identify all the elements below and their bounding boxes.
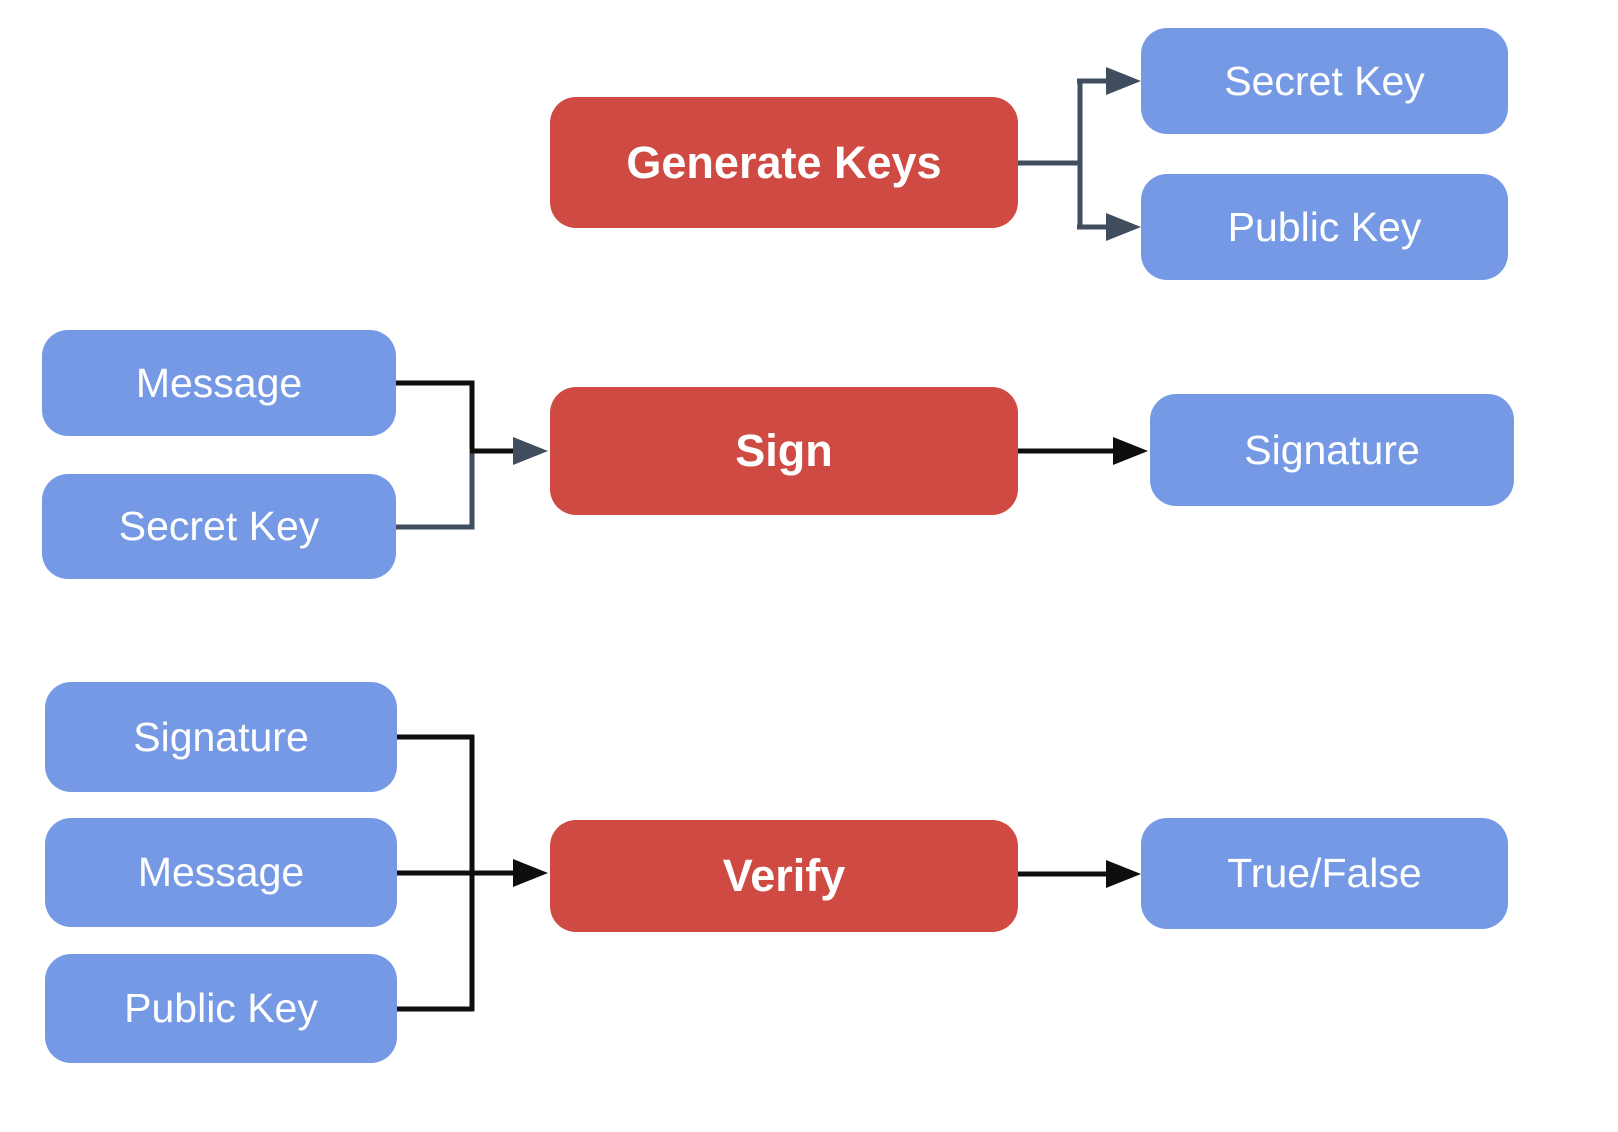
node-signature-output: Signature (1150, 394, 1514, 506)
node-verify-label: Verify (722, 850, 846, 901)
node-message-verify-input: Message (45, 818, 397, 927)
node-true-false-output-label: True/False (1227, 850, 1422, 896)
node-signature-verify-input: Signature (45, 682, 397, 792)
node-public-key-output: Public Key (1141, 174, 1508, 280)
node-public-key-verify-input: Public Key (45, 954, 397, 1063)
node-secret-key-sign-input-label: Secret Key (118, 503, 320, 549)
edge-generate-keys-to-secret-key-arrowhead (1106, 67, 1141, 95)
node-signature-verify-input-label: Signature (133, 713, 309, 760)
node-generate-keys-label: Generate Keys (626, 136, 942, 188)
node-true-false-output: True/False (1141, 818, 1508, 929)
edge-sign-input-arrowhead (513, 437, 548, 465)
edge-secret-key-to-sign-elbow (396, 449, 475, 530)
edge-message-to-sign-elbow (396, 380, 475, 453)
node-message-verify-input-label: Message (137, 849, 305, 895)
edge-generate-keys-to-public-key-arrowhead (1106, 213, 1141, 241)
node-secret-key-sign-input: Secret Key (42, 474, 396, 579)
edge-sign-to-signature-arrowhead (1113, 437, 1148, 465)
node-secret-key-output-label: Secret Key (1224, 57, 1425, 104)
node-secret-key-output: Secret Key (1141, 28, 1508, 134)
node-generate-keys: Generate Keys (550, 97, 1018, 228)
node-signature-output-label: Signature (1244, 426, 1420, 473)
node-message-sign-input: Message (42, 330, 396, 436)
node-public-key-verify-input-label: Public Key (124, 985, 318, 1031)
edge-verify-to-true-false-arrowhead (1106, 860, 1141, 888)
node-message-sign-input-label: Message (135, 359, 303, 406)
node-public-key-output-label: Public Key (1227, 203, 1422, 250)
node-verify: Verify (550, 820, 1018, 932)
node-sign-label: Sign (735, 425, 833, 476)
edge-verify-input-arrowhead (513, 859, 548, 887)
node-sign: Sign (550, 387, 1018, 515)
